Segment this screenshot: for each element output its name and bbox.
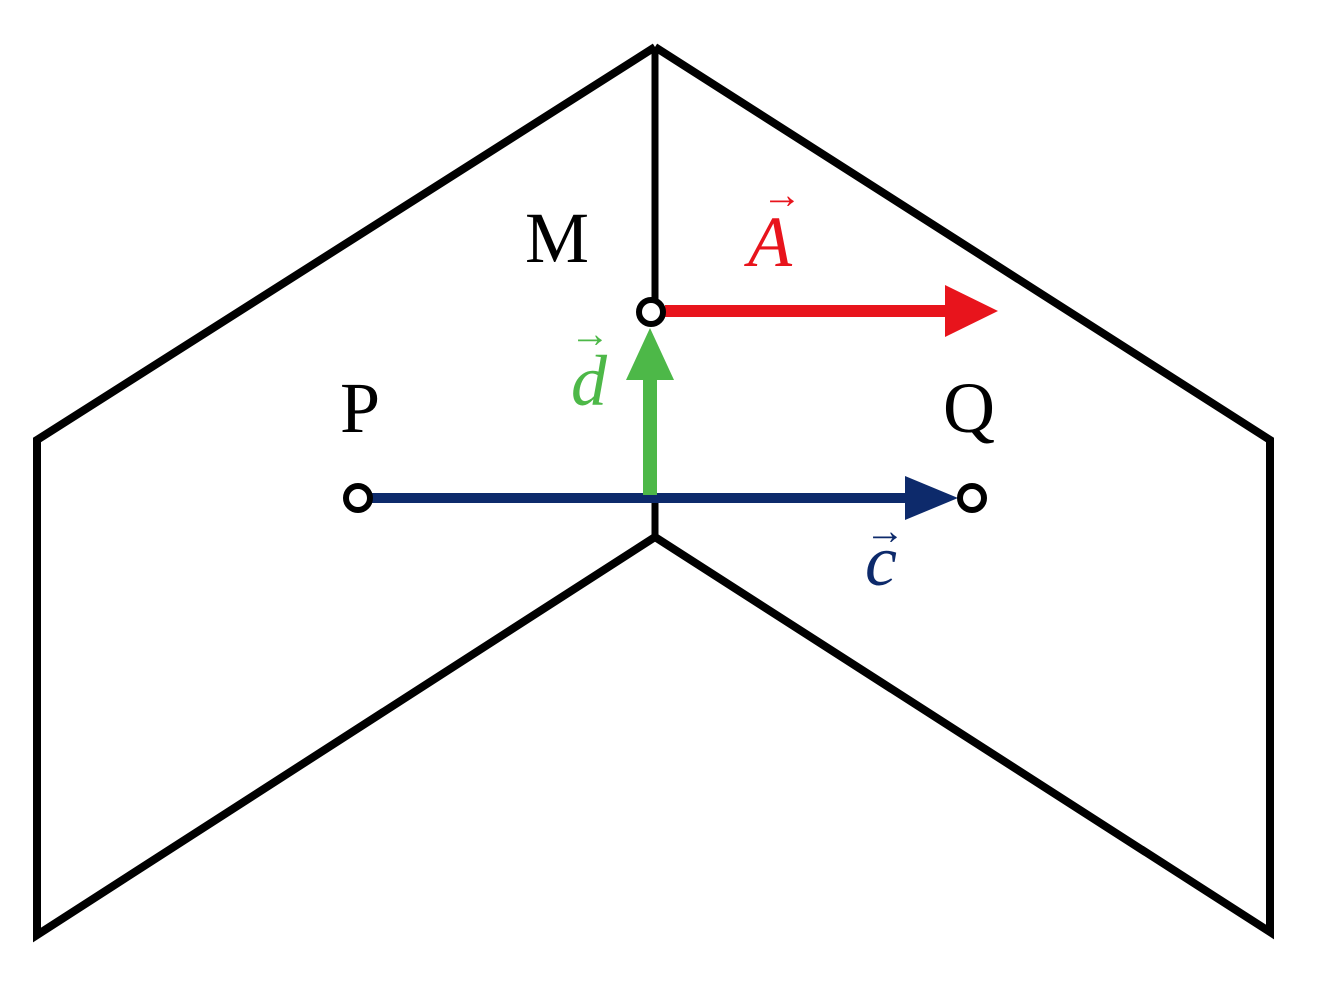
label-Q: Q — [943, 368, 995, 448]
vector-d-arrowhead — [626, 328, 674, 380]
label-vector-d: d — [571, 341, 608, 421]
label-P: P — [340, 368, 380, 448]
left-half-plane — [33, 43, 658, 943]
vector-c-arrowhead — [905, 476, 958, 520]
label-vector-c: c — [865, 521, 897, 601]
point-M-marker — [636, 297, 666, 327]
label-vector-A-arrow: → — [762, 172, 802, 217]
right-half-plane — [652, 43, 1274, 940]
label-M: M — [525, 198, 589, 278]
label-vector-A: A — [744, 202, 793, 282]
point-P-marker — [343, 483, 373, 513]
label-vector-d-arrow: → — [570, 311, 610, 356]
label-vector-c-arrow: → — [865, 508, 905, 553]
vector-A-arrowhead — [945, 285, 998, 337]
point-Q-marker — [957, 483, 987, 513]
